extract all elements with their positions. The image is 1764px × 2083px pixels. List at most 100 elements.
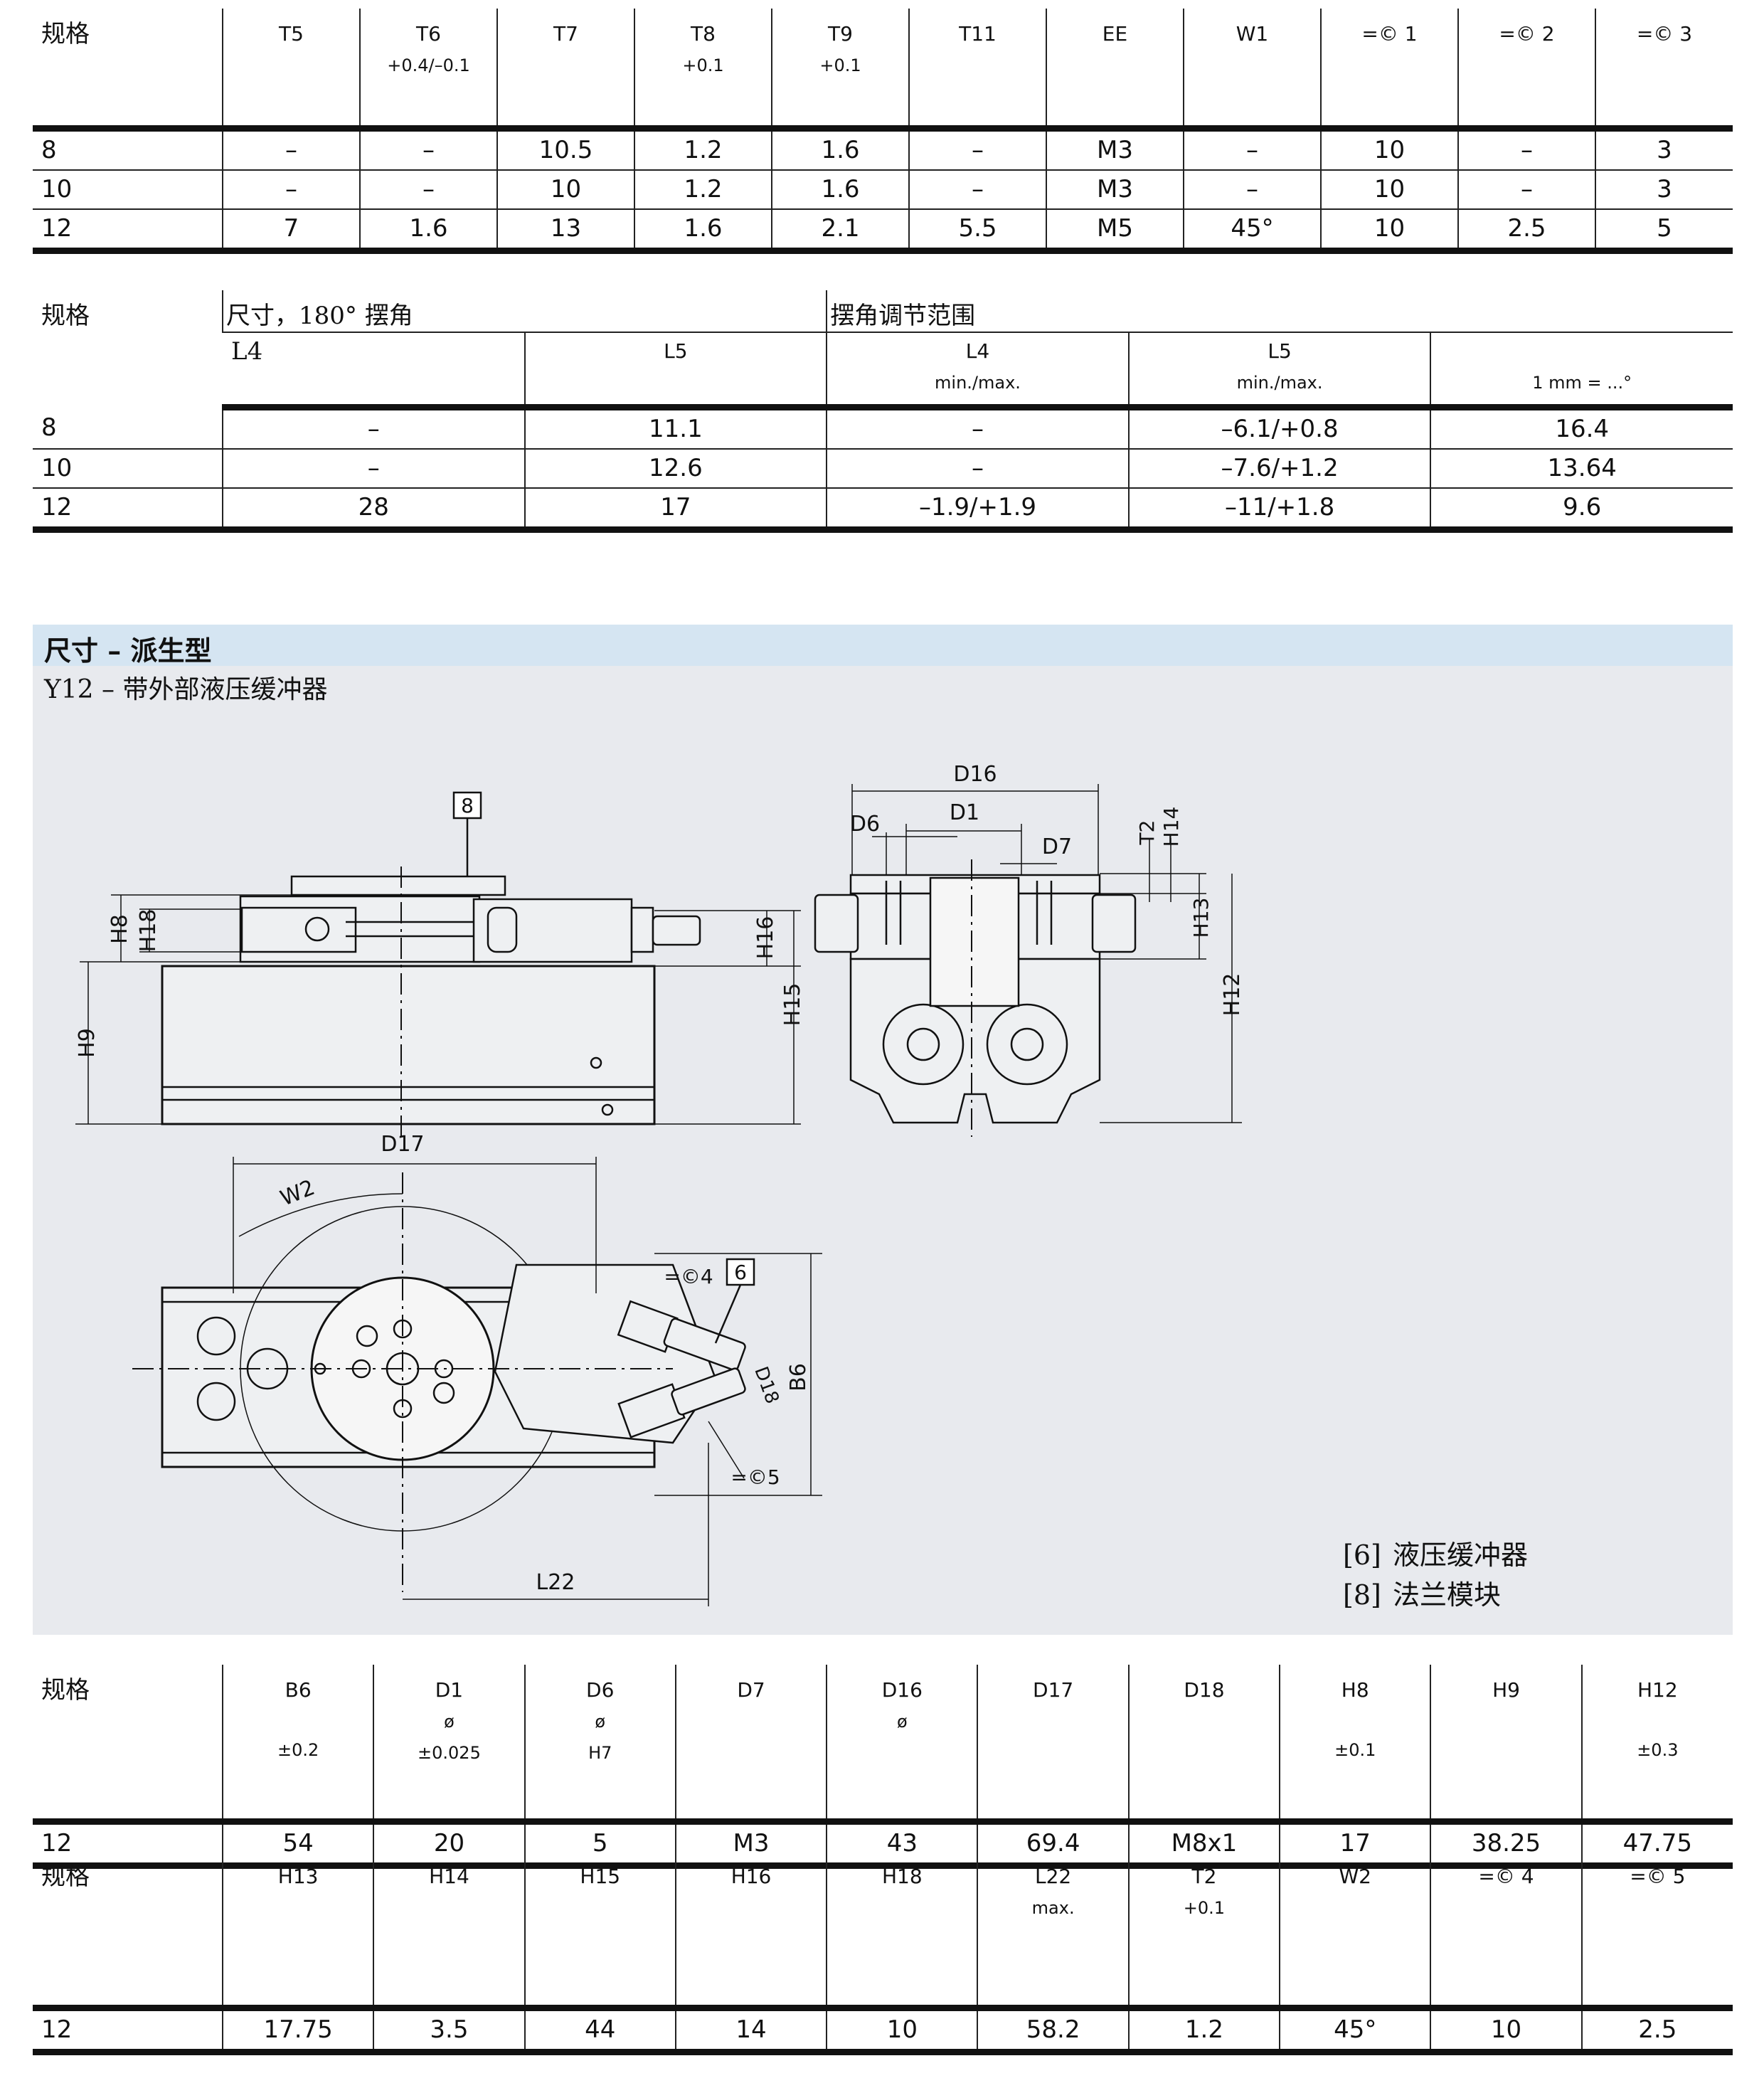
table-cell: – [222, 407, 525, 449]
header-symbol [1132, 1706, 1276, 1734]
header-label: L5 [664, 339, 688, 363]
header-label: T2 [1191, 1865, 1217, 1888]
label-h9: H9 [75, 1028, 100, 1058]
table-cell: 3.5 [373, 2008, 525, 2055]
column-header: T11 [908, 9, 1046, 132]
column-header: H13 [221, 1851, 374, 2011]
table-cell: – [222, 169, 360, 209]
header-label: T9 [828, 22, 853, 46]
table-cell: 1.2 [634, 169, 772, 209]
label-d18: D18 [750, 1364, 782, 1406]
column-header: D17 [977, 1665, 1129, 1825]
table-cell: –11/+1.8 [1127, 487, 1431, 533]
table-cell: 11.1 [524, 407, 827, 449]
table-cell: 7 [222, 208, 360, 254]
header-label: W1 [1236, 22, 1269, 46]
header-label: L4 [965, 339, 990, 363]
label-h15: H15 [780, 983, 805, 1027]
table-cell: 1.6 [771, 128, 909, 170]
column-header: =© 4 [1430, 1851, 1582, 2011]
table-cell: – [359, 169, 497, 209]
table-cell: 45° [1183, 208, 1321, 254]
table-cell: 44 [524, 2008, 676, 2055]
column-header: T6 +0.4/–0.1 [359, 9, 497, 132]
header-tolerance: max. [1031, 1898, 1075, 1918]
label-l22: L22 [536, 1570, 575, 1595]
label-s4: =©4 [664, 1265, 713, 1288]
header-label: H15 [580, 1865, 621, 1888]
label-h16: H16 [753, 916, 778, 960]
header-label: D1 [435, 1678, 464, 1702]
legend-item: [6] 液压缓冲器 [1343, 1535, 1528, 1575]
column-header: =© 1 [1320, 9, 1458, 132]
table-cell: – [222, 448, 525, 488]
header-label: T8 [691, 22, 716, 46]
table-cell: 8 [41, 136, 57, 164]
table-cell: M5 [1046, 208, 1184, 254]
table-cell: 12 [33, 2008, 223, 2055]
table-cell: 28 [222, 487, 525, 533]
header-label: H8 [1341, 1678, 1369, 1702]
table-cell: – [222, 128, 360, 170]
table-cell: 10 [1320, 208, 1458, 254]
header-label [1434, 336, 1730, 367]
table-cell: 10 [1320, 169, 1458, 209]
header-label: T7 [553, 22, 578, 46]
table-cell: – [908, 169, 1046, 209]
header-symbol: ø [444, 1712, 455, 1732]
table-cell: –1.9/+1.9 [826, 487, 1129, 533]
legend-key: [8] [1343, 1579, 1381, 1611]
table-cell: 10 [496, 169, 634, 209]
table-cell: 17 [524, 487, 827, 533]
column-header: H14 [373, 1851, 525, 2011]
header-symbol [226, 1706, 370, 1734]
header-tolerance: H7 [588, 1743, 612, 1763]
table-cell: 3 [1595, 128, 1733, 170]
header-tolerance: +0.1 [1183, 1898, 1226, 1918]
header-label: =© 2 [1499, 22, 1555, 46]
header-label: T5 [279, 22, 304, 46]
label-s5: =©5 [730, 1465, 780, 1489]
column-header: 规格 [33, 1851, 223, 2011]
column-header: =© 5 [1580, 1851, 1733, 2011]
header-label: H12 [1637, 1678, 1678, 1702]
table-cell: 10 [826, 2008, 978, 2055]
header-tolerance: +0.1 [819, 55, 861, 75]
label-t2: T2 [1135, 820, 1159, 846]
header-label: T6 [416, 22, 441, 46]
header-label: =© 1 [1361, 22, 1418, 46]
legend-text: 液压缓冲器 [1393, 1539, 1529, 1571]
column-header: T8+0.1 [634, 9, 772, 132]
column-header: T5 [222, 9, 360, 132]
table-cell: 13 [496, 208, 634, 254]
table-cell: – [1183, 169, 1321, 209]
callout-6: 6 [734, 1261, 747, 1284]
table-cell: 1.2 [1127, 2008, 1280, 2055]
label-h14: H14 [1159, 807, 1183, 847]
table-cell: –7.6/+1.2 [1127, 448, 1431, 488]
table-cell: – [1457, 128, 1595, 170]
section-subtitle: Y12 – 带外部液压缓冲器 [44, 675, 328, 704]
table-cell: 1.6 [634, 208, 772, 254]
column-header: EE [1046, 9, 1184, 132]
table-cell: 16.4 [1430, 407, 1733, 449]
label-d6: D6 [850, 812, 880, 837]
header-tolerance: ±0.2 [277, 1740, 319, 1760]
table-cell: 12 [33, 487, 223, 533]
column-header: =© 3 [1595, 9, 1733, 132]
legend-key: [6] [1343, 1539, 1381, 1571]
column-header: B6±0.2 [221, 1665, 374, 1825]
legend-item: [8]法兰模块 [1343, 1575, 1528, 1615]
table-cell: 13.64 [1430, 448, 1733, 488]
header-tolerance: +0.4/–0.1 [387, 55, 470, 75]
column-header: T7 [496, 9, 634, 132]
column-header: 规格 [33, 1665, 223, 1825]
